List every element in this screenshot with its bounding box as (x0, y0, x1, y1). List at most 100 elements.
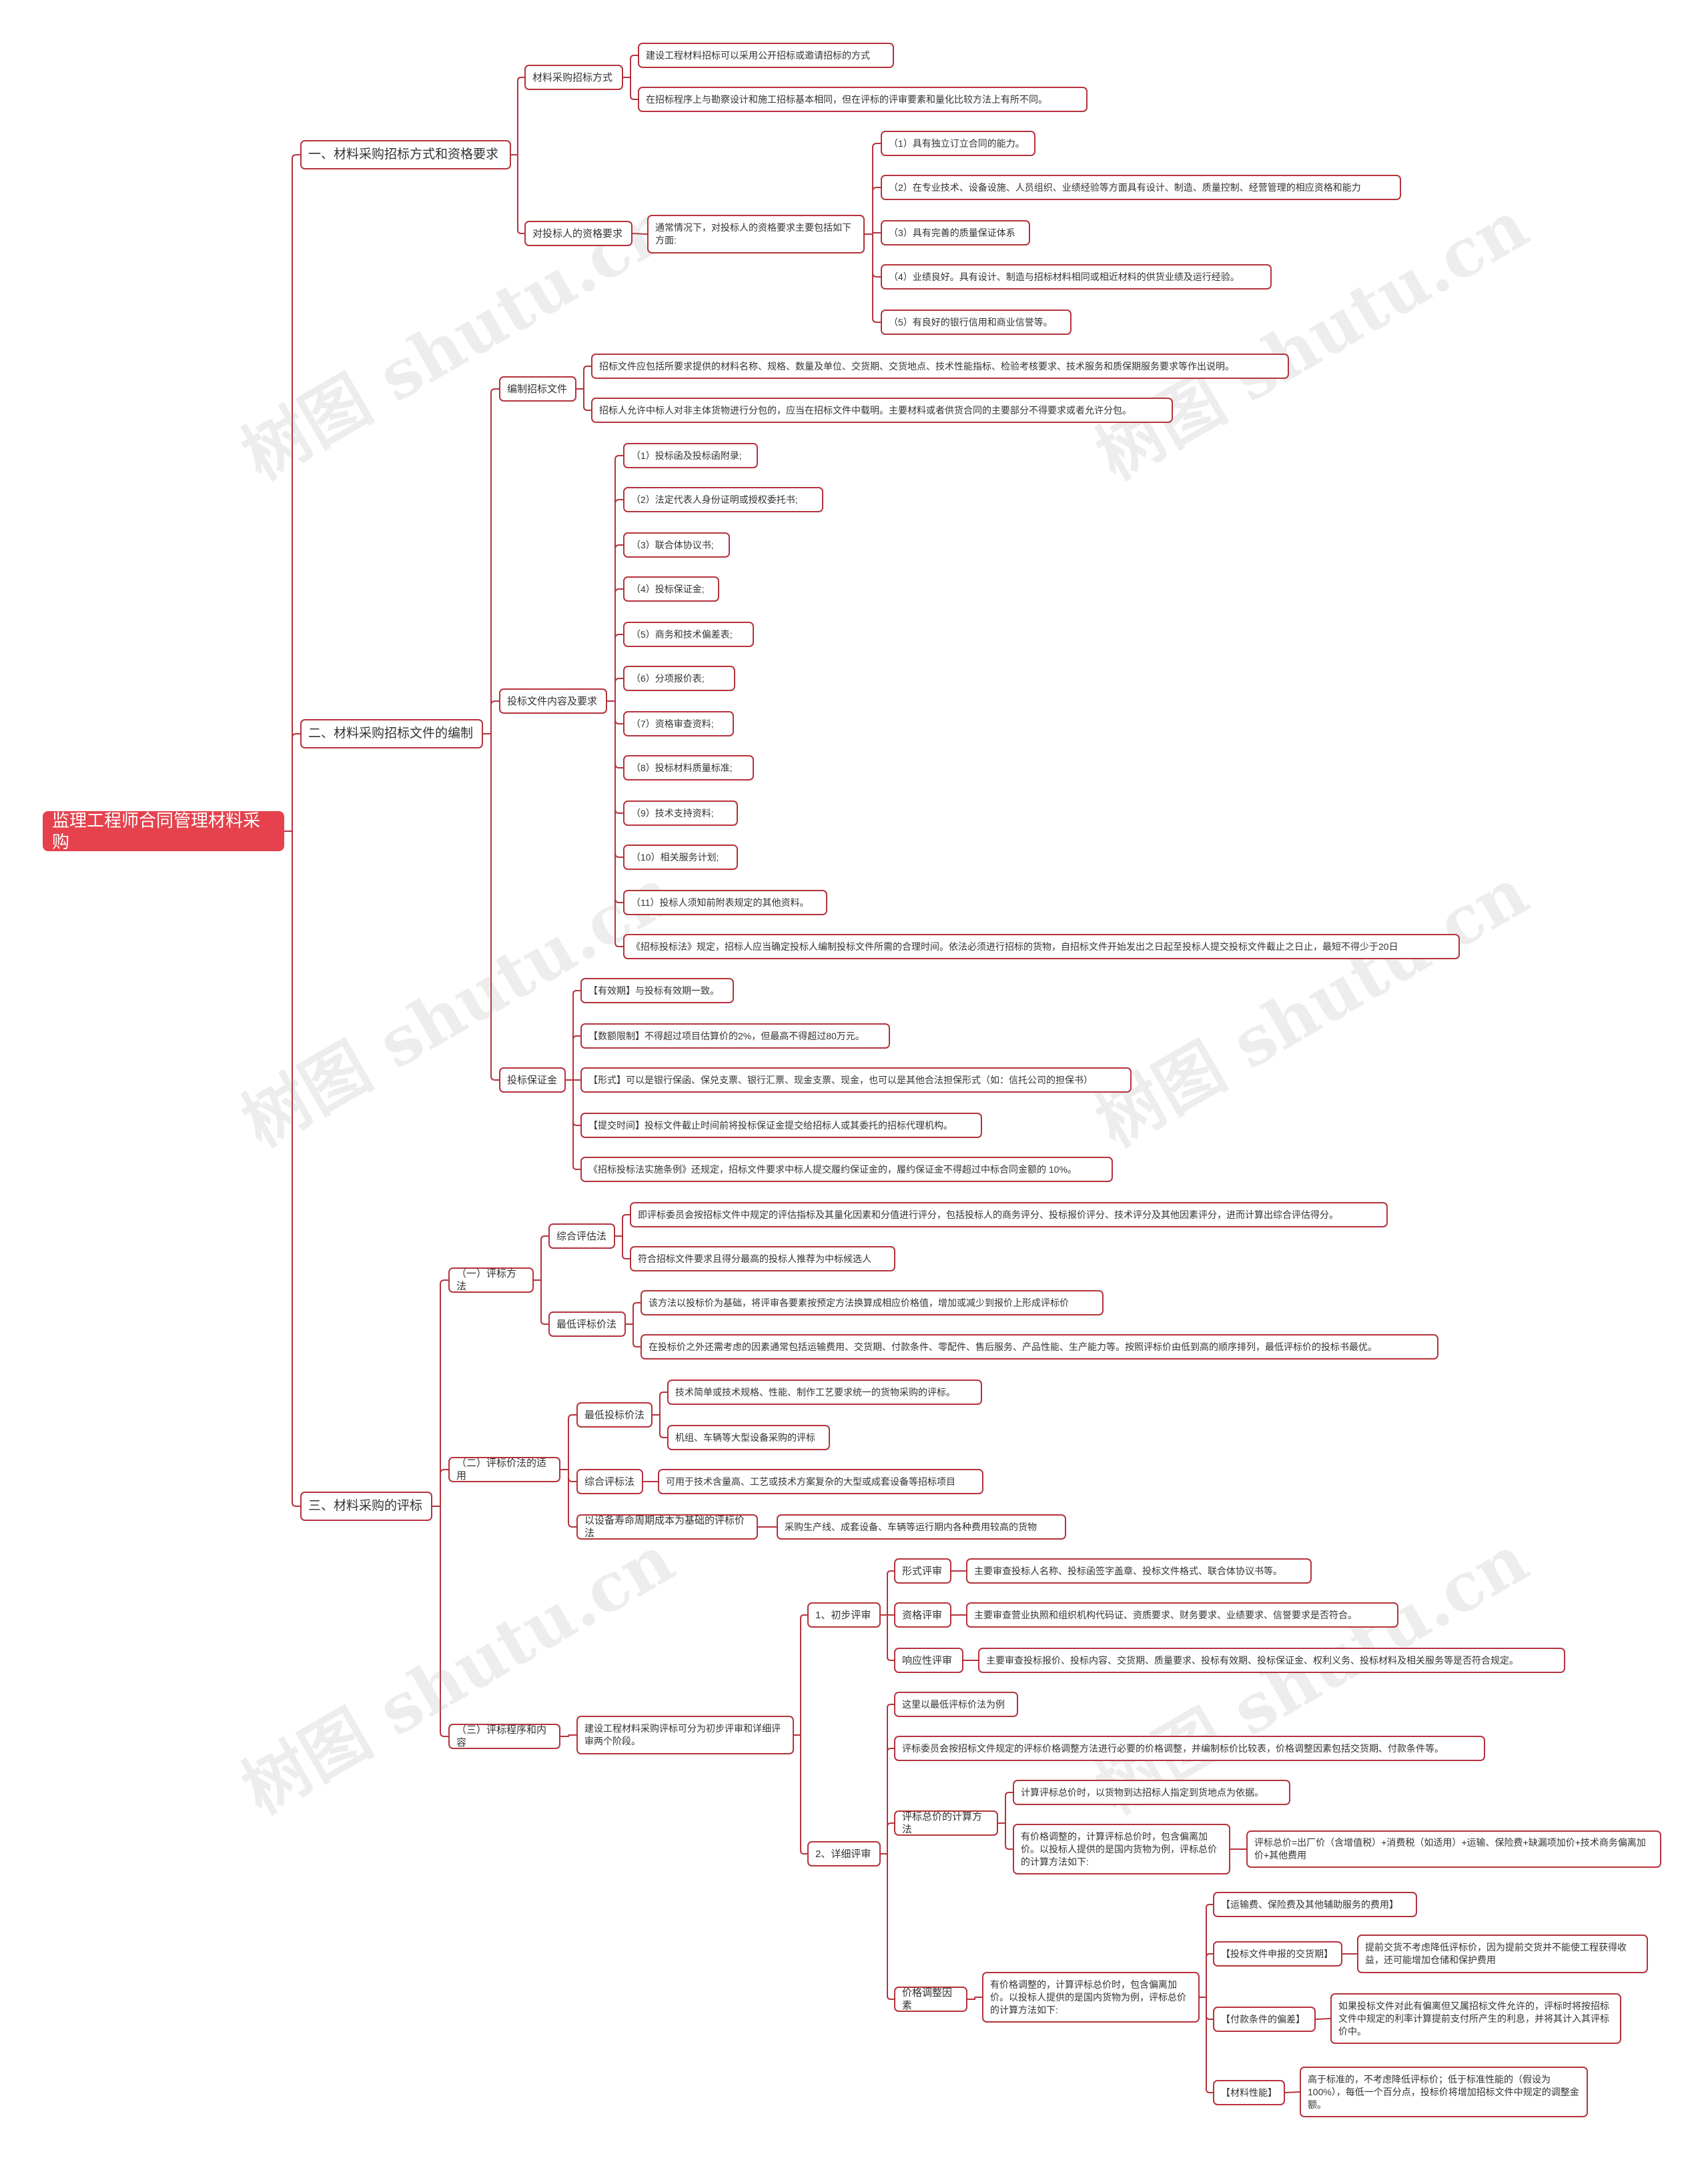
connector-line (626, 1323, 640, 1347)
connector-line (865, 233, 881, 323)
s3-lowest-bid-method-item[interactable]: 机组、车辆等大型设备采购的评标 (667, 1425, 830, 1450)
s3-procedure-node[interactable]: （三）评标程序和内容 (448, 1724, 560, 1749)
s3-lowest-price-method-item[interactable]: 在投标价之外还需考虑的因素通常包括运输费用、交货期、付款条件、零配件、售后服务、… (640, 1334, 1438, 1360)
connector-line (534, 1235, 548, 1281)
connector-line (632, 233, 648, 235)
s3-lifecycle-cost-node[interactable]: 以设备寿命周期成本为基础的评标价法 (576, 1514, 758, 1540)
s1-bidding-method-item[interactable]: 建设工程材料招标可以采用公开招标或邀请招标的方式 (638, 43, 894, 68)
s3-adjustment-factor[interactable]: 【材料性能】 (1213, 2080, 1285, 2105)
s2-bid-content-item[interactable]: （1）投标函及投标函附录; (623, 443, 758, 468)
connector-line (607, 678, 623, 702)
s3-adjustment-factor[interactable]: 【付款条件的偏差】 (1213, 2007, 1316, 2032)
s3-responsiveness-review-node[interactable]: 响应性评审 (894, 1648, 963, 1673)
s2-bid-content-item[interactable]: （7）资格审查资料; (623, 711, 734, 736)
s2-bid-bond-item[interactable]: 【数额限制】不得超过项目估算价的2%，但最高不得超过80万元。 (580, 1023, 890, 1049)
section-1-topic[interactable]: 一、材料采购招标方式和资格要求 (300, 140, 511, 169)
s3-detailed-review-node[interactable]: 2、详细评审 (807, 1841, 881, 1866)
s3-applicability-node[interactable]: （二）评标价法的适用 (448, 1457, 560, 1482)
connector-line (560, 1469, 576, 1528)
s3-lowest-bid-method-item[interactable]: 技术简单或技术规格、性能、制作工艺要求统一的货物采购的评标。 (667, 1380, 982, 1405)
s3-lowest-price-method-item[interactable]: 该方法以投标价为基础，将评审各要素按预定方法换算成相应价格值，增加或减少到报价上… (640, 1290, 1104, 1315)
connector-line (653, 1414, 667, 1438)
root-topic[interactable]: 监理工程师合同管理材料采购 (43, 810, 284, 852)
s2-bid-content-item[interactable]: （6）分项报价表; (623, 666, 735, 691)
s2-bid-content-item[interactable]: （9）技术支持资料; (623, 800, 738, 826)
s3-responsiveness-review-item[interactable]: 主要审查投标报价、投标内容、交货期、质量要求、投标有效期、投标保证金、权利义务、… (978, 1648, 1565, 1673)
s3-procedure-intro[interactable]: 建设工程材料采购评标可分为初步评审和详细评审两个阶段。 (576, 1716, 794, 1754)
s3-adjustment-factor[interactable]: 【投标文件申报的交货期】 (1213, 1941, 1342, 1967)
s3-total-price-formula[interactable]: 评标总价=出厂价（含增值税）+消费税（如适用）+运输、保险费+缺漏项加价+技术商… (1246, 1830, 1661, 1868)
connector-line (576, 366, 591, 390)
s3-form-review-item[interactable]: 主要审查投标人名称、投标函签字盖章、投标文件格式、联合体协议书等。 (966, 1558, 1312, 1584)
s3-qualification-review-node[interactable]: 资格评审 (894, 1602, 951, 1628)
section-2-topic[interactable]: 二、材料采购招标文件的编制 (300, 719, 483, 748)
s2-bid-bond-node[interactable]: 投标保证金 (499, 1067, 566, 1093)
s1-qualification-intro[interactable]: 通常情况下，对投标人的资格要求主要包括如下方面: (647, 215, 865, 253)
s1-qualification-item[interactable]: （2）在专业技术、设备设施、人员组织、业绩经验等方面具有设计、制造、质量控制、经… (881, 175, 1401, 200)
s3-total-price-calc-node[interactable]: 评标总价的计算方法 (894, 1810, 998, 1836)
s2-bid-bond-item[interactable]: 《招标投标法实施条例》还规定，招标文件要求中标人提交履约保证金的，履约保证金不得… (580, 1157, 1113, 1182)
s2-compile-tender-item[interactable]: 招标文件应包括所要求提供的材料名称、规格、数量及单位、交货期、交货地点、技术性能… (591, 354, 1289, 379)
s3-comprehensive-eval-node[interactable]: 综合评标法 (576, 1469, 643, 1494)
s3-total-price-calc-item[interactable]: 计算评标总价时，以货物到达招标人指定到货地点为依据。 (1013, 1780, 1290, 1805)
s3-evaluation-method-node[interactable]: （一）评标方法 (448, 1267, 534, 1293)
s3-adjustment-factor-detail[interactable]: 高于标准的，不考虑降低评标价；低于标准性能的（假设为 100%），每低一个百分点… (1300, 2067, 1588, 2117)
s2-compile-tender-node[interactable]: 编制招标文件 (499, 376, 576, 402)
connector-line (607, 634, 623, 702)
connector-line (284, 733, 300, 832)
s3-adjustment-factor-detail[interactable]: 提前交货不考虑降低评标价，因为提前交货并不能使工程获得收益，还可能增加仓储和保护… (1357, 1935, 1648, 1973)
s3-comprehensive-method-node[interactable]: 综合评估法 (548, 1223, 615, 1249)
s3-lifecycle-cost-item[interactable]: 采购生产线、成套设备、车辆等运行期内各种费用较高的货物 (777, 1514, 1066, 1540)
s2-bid-content-item[interactable]: （10）相关服务计划; (623, 845, 738, 870)
s3-form-review-node[interactable]: 形式评审 (894, 1558, 951, 1584)
connector-line (967, 1997, 982, 2000)
connector-line (1284, 2091, 1300, 2093)
s2-bid-content-item[interactable]: （8）投标材料质量标准; (623, 755, 754, 780)
s2-bid-bond-item[interactable]: 【有效期】与投标有效期一致。 (580, 978, 734, 1003)
s3-price-adjustment-node[interactable]: 价格调整因素 (894, 1987, 967, 2012)
connector-line (881, 1570, 894, 1616)
s2-bid-bond-item[interactable]: 【提交时间】投标文件截止时间前将投标保证金提交给招标人或其委托的招标代理机构。 (580, 1113, 982, 1138)
s1-bidding-method-item[interactable]: 在招标程序上与勘察设计和施工招标基本相同，但在评标的评审要素和量化比较方法上有所… (638, 87, 1088, 112)
s3-total-price-calc-item[interactable]: 有价格调整的，计算评标总价时，包含偏离加价。以投标人提供的是国内货物为例，评标总… (1013, 1824, 1230, 1874)
s2-bid-content-item[interactable]: （2）法定代表人身份证明或授权委托书; (623, 487, 823, 512)
connector-line (623, 77, 638, 100)
connector-line (483, 388, 499, 734)
connector-line (284, 831, 300, 1507)
s3-comprehensive-method-item[interactable]: 符合招标文件要求且得分最高的投标人推荐为中标候选人 (630, 1246, 895, 1271)
s1-qualification-node[interactable]: 对投标人的资格要求 (524, 221, 632, 246)
s1-bidding-method-node[interactable]: 材料采购招标方式 (524, 65, 623, 90)
s1-qualification-item[interactable]: （1）具有独立订立合同的能力。 (881, 131, 1035, 156)
s2-bid-content-item[interactable]: 《招标投标法》规定，招标人应当确定投标人编制投标文件所需的合理时间。依法必须进行… (623, 934, 1460, 959)
s1-qualification-item[interactable]: （3）具有完善的质量保证体系 (881, 220, 1030, 245)
connector-line (607, 544, 623, 702)
s2-bid-content-item[interactable]: （11）投标人须知前附表规定的其他资料。 (623, 890, 827, 915)
connector-line (284, 154, 300, 832)
connector-line (566, 1035, 580, 1081)
s3-detailed-review-item[interactable]: 评标委员会按招标文件规定的评标价格调整方法进行必要的价格调整，并编制标价比较表，… (894, 1736, 1485, 1761)
s2-bid-content-node[interactable]: 投标文件内容及要求 (499, 688, 607, 714)
section-3-topic[interactable]: 三、材料采购的评标 (300, 1492, 432, 1521)
connector-line (483, 733, 499, 1081)
connector-line (881, 1822, 894, 1854)
connector-line (1200, 1904, 1213, 1998)
connector-line (881, 1614, 894, 1661)
connector-line (794, 1734, 807, 1854)
s3-price-adjustment-intro[interactable]: 有价格调整的，计算评标总价时，包含偏离加价。以投标人提供的是国内货物为例，评标总… (982, 1972, 1200, 2023)
s3-qualification-review-item[interactable]: 主要审查营业执照和组织机构代码证、资质要求、财务要求、业绩要求、信誉要求是否符合… (966, 1602, 1398, 1628)
s2-compile-tender-item[interactable]: 招标人允许中标人对非主体货物进行分包的，应当在招标文件中载明。主要材料或者供货合… (591, 398, 1173, 423)
s2-bid-content-item[interactable]: （3）联合体协议书; (623, 532, 730, 558)
s1-qualification-item[interactable]: （4）业绩良好。具有设计、制造与招标材料相同或相近材料的供货业绩及运行经验。 (881, 264, 1272, 290)
s3-detailed-review-item[interactable]: 这里以最低评标价法为例 (894, 1692, 1018, 1717)
s3-adjustment-factor-detail[interactable]: 如果投标文件对此有偏离但又属招标文件允许的，评标时将按招标文件中规定的利率计算提… (1330, 1993, 1621, 2044)
s3-adjustment-factor[interactable]: 【运输费、保险费及其他辅助服务的费用】 (1213, 1892, 1417, 1917)
s2-bid-content-item[interactable]: （4）投标保证金; (623, 576, 719, 602)
s3-comprehensive-eval-item[interactable]: 可用于技术含量高、工艺或技术方案复杂的大型或成套设备等招标项目 (658, 1469, 983, 1494)
s2-bid-bond-item[interactable]: 【形式】可以是银行保函、保兑支票、银行汇票、现金支票、现金，也可以是其他合法担保… (580, 1067, 1132, 1093)
s3-lowest-price-method-node[interactable]: 最低评标价法 (548, 1311, 626, 1337)
s3-lowest-bid-method-node[interactable]: 最低投标价法 (576, 1402, 653, 1428)
s3-comprehensive-method-item[interactable]: 即评标委员会按招标文件中规定的评估指标及其量化因素和分值进行评分，包括投标人的商… (630, 1202, 1388, 1227)
s3-preliminary-review-node[interactable]: 1、初步评审 (807, 1602, 881, 1628)
s1-qualification-item[interactable]: （5）有良好的银行信用和商业信誉等。 (881, 310, 1072, 335)
s2-bid-content-item[interactable]: （5）商务和技术偏差表; (623, 622, 754, 647)
